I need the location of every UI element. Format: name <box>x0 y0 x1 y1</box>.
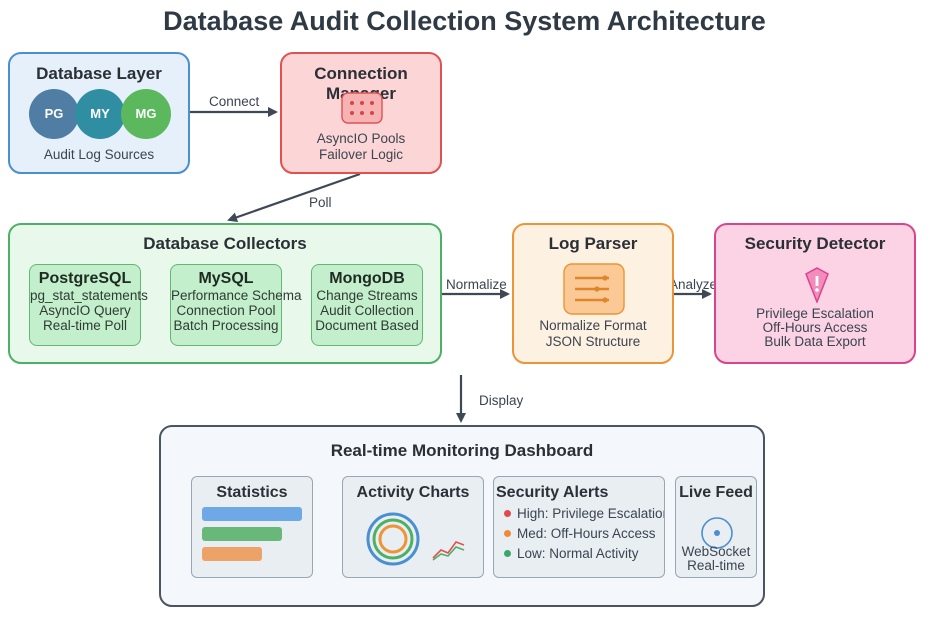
log-parser-line-1: Normalize Format <box>539 318 647 333</box>
collector-mongodb-line-3: Document Based <box>315 318 419 333</box>
database-layer-node: Database Layer PG MY MG Audit Log Source… <box>8 52 190 174</box>
database-layer-title: Database Layer <box>36 64 162 83</box>
collector-postgresql-name: PostgreSQL <box>38 270 132 287</box>
connection-manager-line-1: AsyncIO Pools <box>316 131 406 146</box>
live-feed-title: Live Feed <box>679 484 753 501</box>
live-feed-panel: Live Feed WebSocket Real-time <box>675 476 757 578</box>
collector-mysql-line-1: Performance Schema <box>171 288 302 303</box>
collector-mysql-name: MySQL <box>198 270 254 287</box>
edge-label-analyze: Analyze <box>669 277 718 292</box>
collector-mysql-line-2: Connection Pool <box>176 303 276 318</box>
alert-dot-icon <box>504 510 511 518</box>
postgres-badge: PG <box>29 89 79 139</box>
collector-postgresql: PostgreSQL pg_stat_statements AsyncIO Qu… <box>29 264 148 346</box>
collector-postgresql-line-3: Real-time Poll <box>42 318 128 333</box>
alert-item-high: High: Privilege Escalation <box>494 504 664 524</box>
live-feed-line-2: Real-time <box>687 558 745 573</box>
security-detector-line-2: Off-Hours Access <box>762 320 868 335</box>
security-detector-line-3: Bulk Data Export <box>764 334 866 349</box>
edge-label-connect: Connect <box>209 94 260 109</box>
statistics-panel: Statistics <box>191 476 313 578</box>
collector-mongodb: MongoDB Change Streams Audit Collection … <box>311 264 423 346</box>
database-collectors-node: Database Collectors PostgreSQL pg_stat_s… <box>8 223 442 364</box>
edge-label-poll: Poll <box>309 195 332 210</box>
alert-text-low: Low: Normal Activity <box>517 546 639 561</box>
collector-postgresql-line-2: AsyncIO Query <box>39 303 131 318</box>
security-detector-line-1: Privilege Escalation <box>756 306 874 321</box>
connection-manager-node: Connection Manager AsyncIO Pools Failove… <box>280 52 442 174</box>
connection-manager-line-2: Failover Logic <box>318 147 404 162</box>
monitoring-dashboard-node: Real-time Monitoring Dashboard Statistic… <box>159 425 765 607</box>
alert-dot-icon <box>504 550 511 558</box>
security-alerts-title: Security Alerts <box>496 484 609 501</box>
live-feed-line-1: WebSocket <box>681 544 751 559</box>
connection-pool-icon <box>341 92 383 124</box>
security-detector-node: Security Detector Privilege Escalation O… <box>714 223 916 364</box>
database-layer-caption: Audit Log Sources <box>43 147 155 162</box>
arrow-poll <box>227 172 361 223</box>
alert-dot-icon <box>504 530 511 538</box>
alert-list: High: Privilege Escalation Med: Off-Hour… <box>494 504 664 564</box>
log-parser-node: Log Parser Normalize Format JSON Structu… <box>512 223 674 364</box>
security-detector-title: Security Detector <box>744 234 886 253</box>
warning-shield-icon <box>805 267 829 303</box>
activity-charts-title: Activity Charts <box>356 484 470 501</box>
security-alerts-panel: Security Alerts High: Privilege Escalati… <box>493 476 665 578</box>
stat-bar-2 <box>202 527 282 541</box>
activity-charts-panel: Activity Charts <box>342 476 484 578</box>
normalize-icon <box>563 263 625 315</box>
mongodb-badge: MG <box>121 89 171 139</box>
collector-mysql-line-3: Batch Processing <box>173 318 279 333</box>
donut-chart-icon <box>366 512 420 566</box>
diagram-title: Database Audit Collection System Archite… <box>163 6 766 36</box>
log-parser-line-2: JSON Structure <box>545 334 641 349</box>
collector-mongodb-name: MongoDB <box>329 270 405 287</box>
stat-bar-3 <box>202 547 262 561</box>
alert-text-med: Med: Off-Hours Access <box>517 526 656 541</box>
alert-text-high: High: Privilege Escalation <box>517 506 665 521</box>
database-collectors-title: Database Collectors <box>143 234 307 253</box>
collector-mysql: MySQL Performance Schema Connection Pool… <box>170 264 302 346</box>
edge-label-display: Display <box>479 393 524 408</box>
mysql-badge: MY <box>75 89 125 139</box>
log-parser-title: Log Parser <box>548 234 638 253</box>
collector-mongodb-line-1: Change Streams <box>316 288 418 303</box>
live-signal-icon <box>701 517 733 549</box>
collector-mongodb-line-2: Audit Collection <box>320 303 414 318</box>
statistics-title: Statistics <box>216 484 288 501</box>
edge-label-normalize: Normalize <box>446 277 507 292</box>
line-chart-icon <box>432 541 465 561</box>
stat-bar-1 <box>202 507 302 521</box>
alert-item-low: Low: Normal Activity <box>494 544 664 564</box>
dashboard-title: Real-time Monitoring Dashboard <box>330 441 594 460</box>
collector-postgresql-line-1: pg_stat_statements <box>30 288 148 303</box>
alert-item-med: Med: Off-Hours Access <box>494 524 664 544</box>
